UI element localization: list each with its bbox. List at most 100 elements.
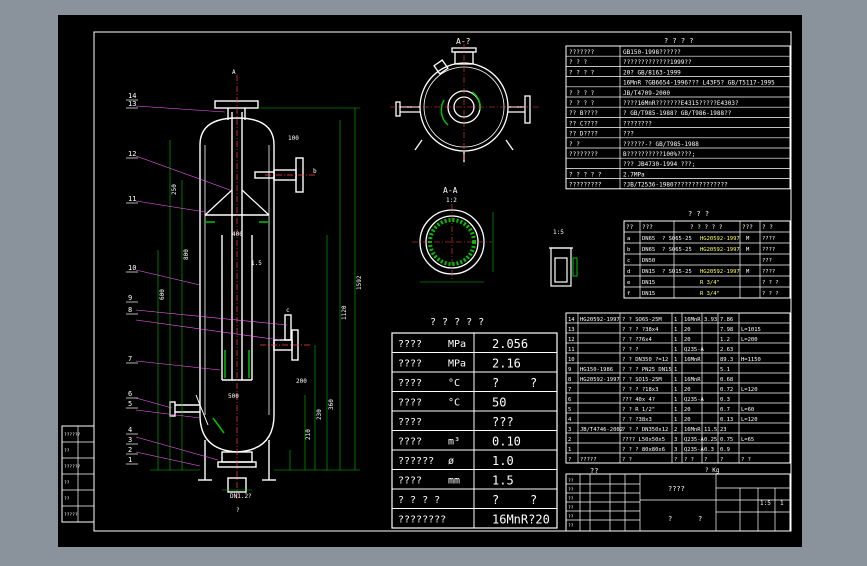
bom-header-mat: ? ? xyxy=(684,457,694,463)
nozzle-b-label: b xyxy=(313,168,317,175)
drawing-frame xyxy=(93,31,792,532)
nozzle-cell: DN65 xyxy=(642,236,655,242)
tech-req-item-name: ??????? xyxy=(569,49,595,56)
design-data-unit: m³ xyxy=(448,437,460,448)
left-stamp-block: ??????????????????????? xyxy=(61,425,95,523)
part-number-2: 2 xyxy=(128,446,132,454)
nozzle-table-title: ? ? ? xyxy=(688,210,709,218)
stamp-label: ?????? xyxy=(64,432,81,438)
design-data-name: ???? xyxy=(398,476,422,487)
drawing-name: ???? xyxy=(668,485,685,493)
tech-req-item-text: ?JB/T2536-1980??????????????? xyxy=(623,182,728,189)
center-lines xyxy=(236,75,315,500)
dimension-lines xyxy=(150,107,360,491)
nozzle-cell: HG20592-1997 xyxy=(700,269,740,275)
top-view-centerlines xyxy=(390,44,540,166)
tech-req-item-name: ? ? ? xyxy=(569,59,587,66)
design-data-unit: MPa xyxy=(448,359,466,370)
design-data-unit: mm xyxy=(448,476,460,487)
tech-req-item-name: ?? C???? xyxy=(569,120,598,127)
nozzle-header-cell: ? ? xyxy=(762,224,773,231)
stamp-label: ????? xyxy=(64,512,78,518)
top-head xyxy=(199,117,275,146)
dim-d3: 230 xyxy=(316,409,323,420)
bom-header-w2: ? xyxy=(720,457,723,463)
nozzle-table-border xyxy=(623,220,791,299)
bom-cell-mat: 20 xyxy=(684,337,691,343)
design-data-name: ???? xyxy=(398,339,422,350)
dim-d8: 500 xyxy=(228,393,239,400)
bom-cell-no: 10 xyxy=(568,357,575,363)
bom-cell-mat: 20 xyxy=(684,417,691,423)
bom-cell-w2: 89.3 xyxy=(720,357,733,363)
bom-cell-code: HG20592-1997 xyxy=(580,377,620,383)
title-block-label: ?? xyxy=(568,523,574,529)
dim-bottom-dn: DN1.2? xyxy=(230,493,252,500)
dim-d12: 400 xyxy=(232,231,243,238)
nozzle-cell: R 3/4" xyxy=(700,291,720,297)
design-data-value2: ? xyxy=(530,376,537,390)
tech-req-item-text: ?????????????1999?? xyxy=(623,59,692,66)
bom-cell-code: HG150-1986 xyxy=(580,367,613,373)
bom-cell-name: ? ? DN350 ?=12 xyxy=(622,357,668,363)
top-view-weld xyxy=(440,91,481,126)
bom-cell-w2: 7.86 xyxy=(720,317,733,323)
title-block-sheet-no: 1 xyxy=(780,500,784,507)
nozzle-c-label: c xyxy=(286,307,290,314)
part-number-3: 3 xyxy=(128,436,132,444)
bom-cell-mat: 16MnR xyxy=(684,317,701,323)
leader-lines xyxy=(135,105,288,467)
bom-cell-w2: 0.7 xyxy=(720,407,730,413)
design-data-name: ???? xyxy=(398,437,422,448)
bom-cell-no: 5 xyxy=(568,407,571,413)
bom-cell-mat: Q235-A xyxy=(684,447,705,453)
bom-cell-no: 9 xyxy=(568,367,571,373)
bom-cell-name: ? ? ?76x4 xyxy=(622,337,652,343)
design-data-unit: °C xyxy=(448,378,460,389)
bom-cell-w2: 0.72 xyxy=(720,387,733,393)
design-data-value: ? xyxy=(492,376,499,390)
bom-cell-qty: 1 xyxy=(674,417,677,423)
dim-d7: 600 xyxy=(159,289,166,300)
part-number-7: 7 xyxy=(128,355,132,363)
bom-cell-qty: 1 xyxy=(674,357,677,363)
sheet-a: ? xyxy=(668,515,672,523)
bom-cell-no: 7 xyxy=(568,387,571,393)
tech-req-item-name: ? ? ? ? xyxy=(569,90,595,97)
nozzle-cell: ??? xyxy=(762,258,772,264)
nozzle-cell: DN15 xyxy=(642,280,655,286)
bom-cell-note: L=200 xyxy=(741,337,758,343)
sheet-b: ? xyxy=(698,515,702,523)
title-block-label: ?? xyxy=(568,496,574,502)
bom-cell-qty: 1 xyxy=(674,377,677,383)
bom-cell-no: 2 xyxy=(568,437,571,443)
bom-cell-name: ??? 40x 4? xyxy=(622,397,655,403)
bom-cell-w1: 3.93 xyxy=(704,317,717,323)
bom-cell-mat: Q235-A xyxy=(684,437,705,443)
design-data-name: ???? xyxy=(398,398,422,409)
nozzle-cell: e xyxy=(627,280,630,286)
bom-total-label: ?? xyxy=(590,467,598,475)
tech-req-item-text: ? GB/T985-1988? GB/T986-1988?? xyxy=(623,110,732,117)
tech-req-item-name: ???????? xyxy=(569,151,598,158)
tech-req-item-name: ? ? ? ? xyxy=(569,69,595,76)
bom-cell-mat: 20 xyxy=(684,387,691,393)
tech-req-item-text: ???????? xyxy=(623,120,652,127)
tech-req-item-text: 16MnR ?GB6654-1996??? L43F5? GB/T5117-19… xyxy=(623,80,775,87)
nozzle-cell: ???? xyxy=(762,236,775,242)
bom-cell-qty: 1 xyxy=(674,337,677,343)
bottom-note: ? xyxy=(236,507,240,514)
nozzle-cell: R 3/4" xyxy=(700,280,720,286)
title-block-label: ?? xyxy=(568,514,574,520)
part-number-12: 12 xyxy=(128,150,136,158)
tech-req-item-text: ??? JB4730-1994 ???; xyxy=(623,161,695,168)
bom-cell-note: L=65 xyxy=(741,437,754,443)
bom-cell-qty: 2 xyxy=(674,427,677,433)
bom-header-code: ????? xyxy=(580,457,597,463)
nozzle-cell: DN65 xyxy=(642,247,655,253)
